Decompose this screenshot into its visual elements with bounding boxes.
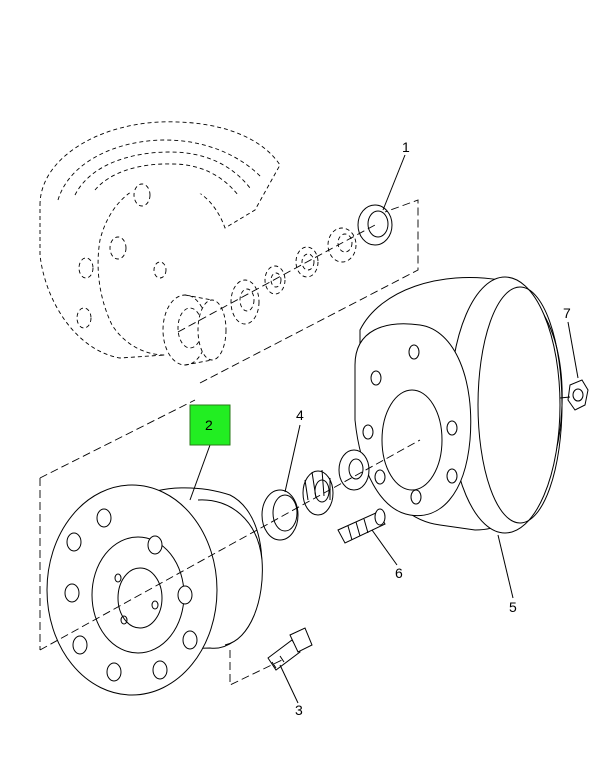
bearing-cup xyxy=(261,489,299,541)
upper-axis-line xyxy=(177,224,376,333)
upper-assembly-envelope xyxy=(199,199,419,384)
brake-drum xyxy=(354,276,563,534)
callout-2-highlight[interactable] xyxy=(189,404,231,446)
seal-ring xyxy=(357,204,393,246)
lower-assembly-envelope xyxy=(39,399,283,686)
callout-3[interactable]: 3 xyxy=(295,702,303,718)
ghosted-spindle-assembly xyxy=(39,121,357,366)
bearing-cone xyxy=(302,449,370,516)
callout-5[interactable]: 5 xyxy=(509,599,517,615)
callout-2[interactable]: 2 xyxy=(205,417,213,433)
callout-4[interactable]: 4 xyxy=(296,407,304,423)
wheel-stud xyxy=(337,508,386,544)
callout-1[interactable]: 1 xyxy=(402,139,410,155)
lower-axis-line xyxy=(39,439,421,651)
callout-7[interactable]: 7 xyxy=(563,305,571,321)
leader-lines xyxy=(189,154,579,704)
lug-nut xyxy=(559,379,589,411)
callout-6[interactable]: 6 xyxy=(395,565,403,581)
